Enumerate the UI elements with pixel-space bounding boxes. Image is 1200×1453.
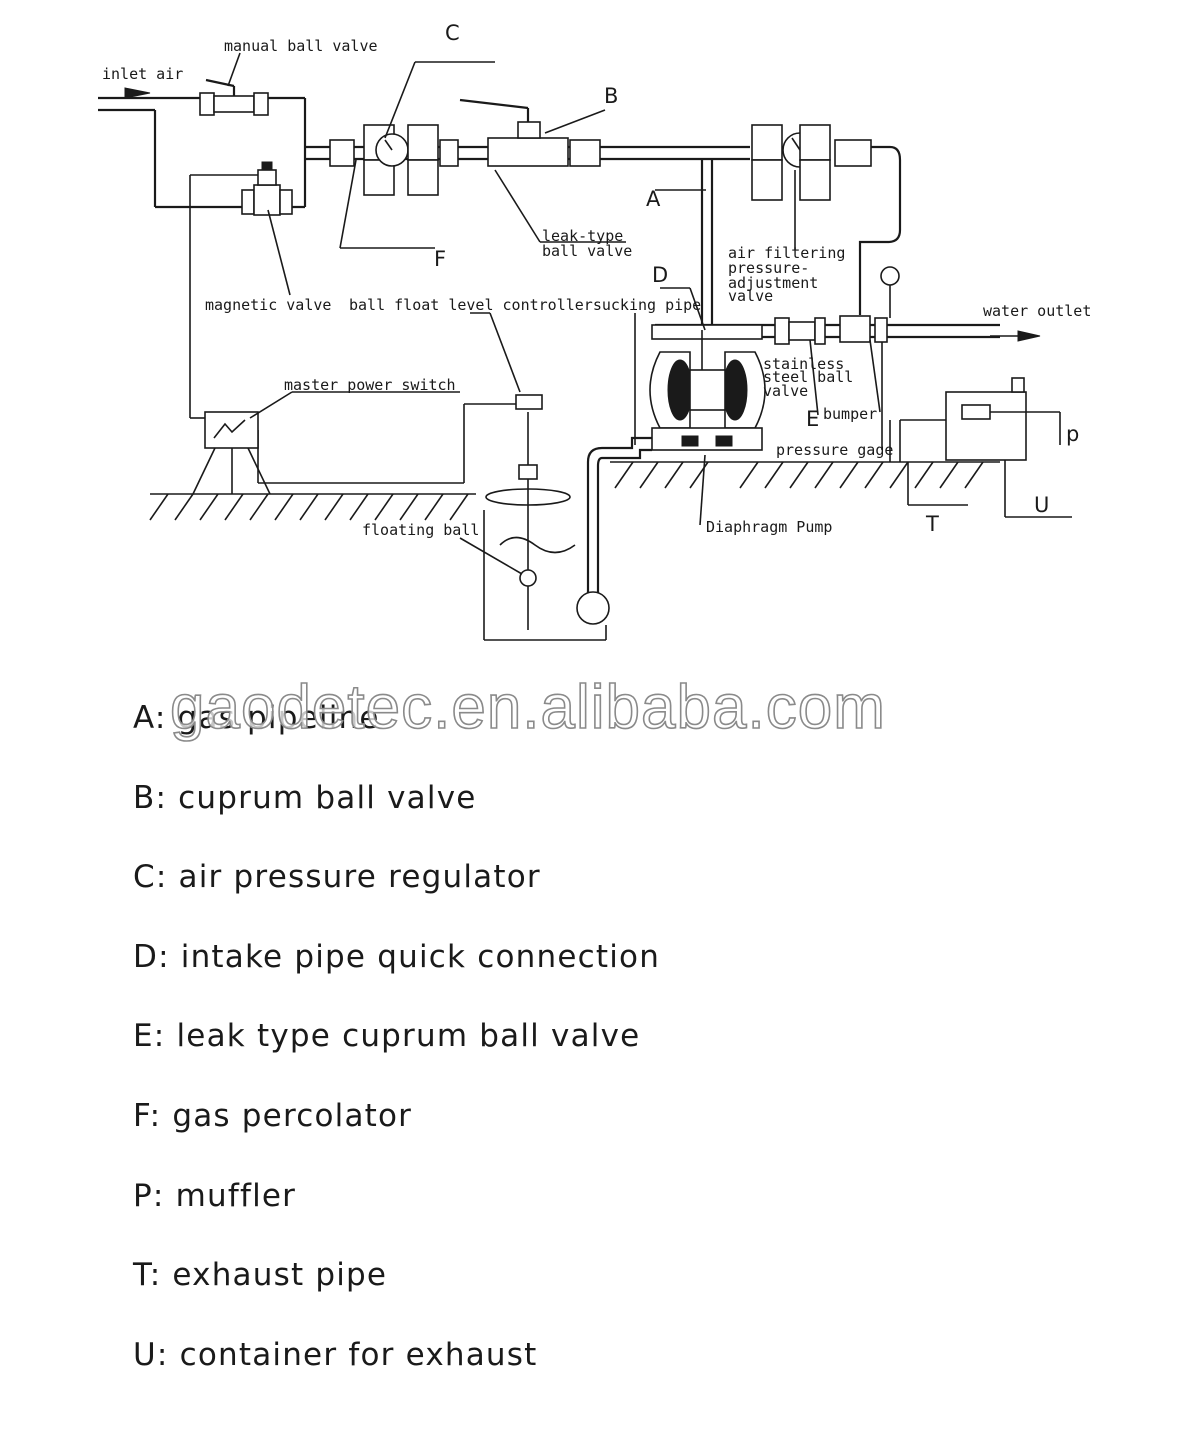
liquid-tank <box>483 394 607 641</box>
label-manual-ball-valve: manual ball valve <box>224 37 378 55</box>
air-filtering-pressure-adjustment-valve <box>751 124 902 315</box>
label-stainless-2: steel ball <box>763 368 853 386</box>
label-leak-type-2: ball valve <box>542 242 632 260</box>
label-inlet-air: inlet air <box>102 65 183 83</box>
label-t: T <box>925 512 939 536</box>
label-master-power-switch: master power switch <box>284 376 456 394</box>
legend-item-p: P: muffler <box>133 1177 297 1214</box>
label-stainless-3: valve <box>763 382 808 400</box>
legend-item-a: A: gas pipeline <box>133 700 380 736</box>
label-diaphragm-pump: Diaphragm Pump <box>706 518 832 536</box>
label-pressure-gage: pressure gage <box>776 441 893 459</box>
label-c: C <box>445 21 460 45</box>
air-pressure-regulator <box>329 124 459 196</box>
label-water-outlet: water outlet <box>983 302 1091 320</box>
legend-item-t: T: exhaust pipe <box>133 1257 388 1294</box>
label-e: E <box>806 407 819 431</box>
label-air-filter-4: valve <box>728 287 773 305</box>
diagram-labels: inlet air manual ball valve C B A F D E … <box>102 21 1091 539</box>
master-power-switch <box>192 411 271 495</box>
label-leak-type-1: leak-type <box>542 227 623 245</box>
label-air-filter-1: air filtering <box>728 244 845 262</box>
manual-ball-valve <box>199 78 269 116</box>
label-stainless-1: stainless <box>763 355 844 373</box>
bumper-and-gage <box>839 266 900 343</box>
label-a: A <box>646 187 661 211</box>
label-air-filter-3: adjustment <box>728 274 818 292</box>
label-u: U <box>1034 493 1049 517</box>
label-magnetic-valve: magnetic valve <box>205 296 331 314</box>
legend-item-b: B: cuprum ball valve <box>133 779 477 816</box>
stainless-steel-ball-valve <box>774 317 826 345</box>
legend-item-u: U: container for exhaust <box>133 1336 538 1373</box>
label-floating-ball: floating ball <box>362 521 479 539</box>
legend-list: A: gas pipeline B: cuprum ball valve C: … <box>133 700 660 1416</box>
cuprum-ball-valve <box>459 98 601 167</box>
pump-installation-diagram: inlet air manual ball valve C B A F D E … <box>98 21 1091 641</box>
sucking-pipe <box>576 436 652 625</box>
label-p: p <box>1066 422 1079 446</box>
legend-item-e: E: leak type cuprum ball valve <box>133 1018 641 1055</box>
watermark: gaodetec.en.alibaba.com <box>169 672 886 743</box>
label-air-filter-2: pressure- <box>728 259 809 277</box>
label-bumper: bumper <box>823 405 877 423</box>
legend-item-c: C: air pressure regulator <box>133 859 541 896</box>
gas-pipeline <box>700 159 714 330</box>
arrow-right-icon <box>124 87 151 99</box>
arrow-right-icon <box>1017 330 1041 342</box>
leader-lines <box>227 52 883 575</box>
control-wiring <box>189 174 520 484</box>
ground-right <box>610 461 1000 489</box>
legend-item-f: F: gas percolator <box>133 1097 413 1134</box>
ground-left <box>149 493 476 521</box>
label-b: B <box>604 84 618 108</box>
label-d: D <box>652 263 668 287</box>
diaphragm-pump <box>649 324 766 451</box>
exhaust-system <box>889 377 1072 518</box>
magnetic-valve <box>241 161 293 216</box>
label-f: F <box>434 247 446 271</box>
label-ball-float: ball float level controllersucking pipe <box>349 296 701 314</box>
legend-item-d: D: intake pipe quick connection <box>133 938 661 975</box>
